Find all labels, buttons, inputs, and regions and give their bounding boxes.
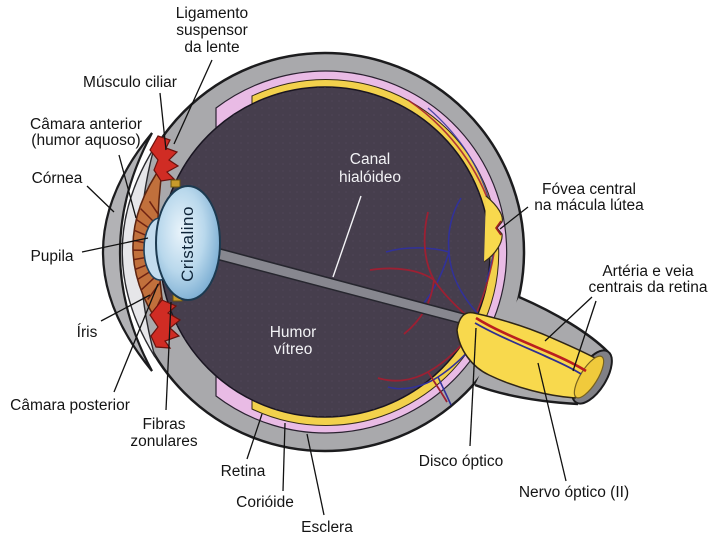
leader-corioide (282, 422, 286, 492)
fovea-outline (483, 195, 503, 263)
leader-camara-posterior (113, 283, 159, 393)
label-ligamento-line3: da lente (184, 39, 239, 56)
fovea-notch (495, 220, 502, 236)
label-iris: Íris (77, 324, 98, 341)
ciliary-muscle-bottom (149, 299, 182, 349)
leader-musculo-ciliar (159, 92, 167, 151)
leader-arteria-2 (572, 300, 597, 372)
leader-fovea (499, 206, 529, 230)
nerve-fiber-channel (456, 311, 596, 399)
label-arteria-line2: centrais da retina (589, 279, 708, 296)
label-humor-line1: Humor (270, 324, 317, 341)
nerve-sheath-lower-edge (474, 383, 579, 406)
label-disco-optico: Disco óptico (419, 453, 503, 470)
label-esclera: Esclera (301, 519, 353, 536)
label-ligamento-line1: Ligamento (176, 5, 248, 22)
nerve-sheath-upper-edge (518, 295, 609, 353)
label-fovea-line2: na mácula lútea (534, 197, 644, 214)
leader-fibras-zonulares (165, 301, 172, 411)
label-canal-line1: Canal (350, 151, 391, 168)
labels: Ligamento suspensor da lente Músculo cil… (10, 5, 708, 536)
leader-canal-hialoideo (332, 195, 362, 278)
optic-nerve (456, 295, 613, 406)
leader-arteria-1 (544, 296, 593, 342)
leader-camara-anterior (118, 154, 137, 219)
label-fovea-line1: Fóvea central (542, 181, 636, 198)
leader-pupila (81, 237, 149, 253)
label-pupila: Pupila (30, 248, 73, 265)
leader-disco (469, 327, 477, 447)
central-retinal-vein (474, 322, 582, 375)
leader-cornea (86, 185, 115, 213)
label-musculo-ciliar: Músculo ciliar (83, 74, 177, 91)
vein-branches (385, 197, 479, 406)
label-retina: Retina (221, 463, 266, 480)
label-fibras-line1: Fibras (142, 416, 185, 433)
label-cornea: Córnea (32, 170, 83, 187)
fovea-mound (484, 196, 503, 262)
nerve-core-face (573, 355, 605, 399)
fovea (483, 195, 503, 263)
leader-lines (81, 59, 597, 516)
label-camara-anterior-line1: Câmara anterior (30, 116, 142, 133)
leader-iris (100, 294, 151, 322)
label-camara-posterior: Câmara posterior (10, 397, 130, 414)
label-canal-line2: hialóideo (339, 169, 401, 186)
leader-ligamento (173, 59, 213, 145)
label-corioide: Corióide (236, 494, 294, 511)
eyeball (124, 51, 526, 453)
lens-label: Cristalino (178, 206, 197, 282)
leader-esclera (306, 433, 325, 516)
leader-nervo (537, 362, 567, 482)
lens-shape (155, 185, 221, 301)
label-nervo-optico: Nervo óptico (II) (519, 484, 629, 501)
vitreous-texture (160, 87, 490, 417)
zonular-fibers-top (170, 179, 181, 188)
label-humor-line2: vítreo (274, 341, 313, 358)
label-ligamento-line2: suspensor (176, 22, 248, 39)
label-fibras-line2: zonulares (130, 433, 197, 450)
leader-retina (246, 413, 263, 460)
label-camara-anterior-line2: (humor aquoso) (31, 132, 140, 149)
anterior-segment: Cristalino (102, 132, 221, 372)
label-arteria-line1: Artéria e veia (602, 263, 694, 280)
